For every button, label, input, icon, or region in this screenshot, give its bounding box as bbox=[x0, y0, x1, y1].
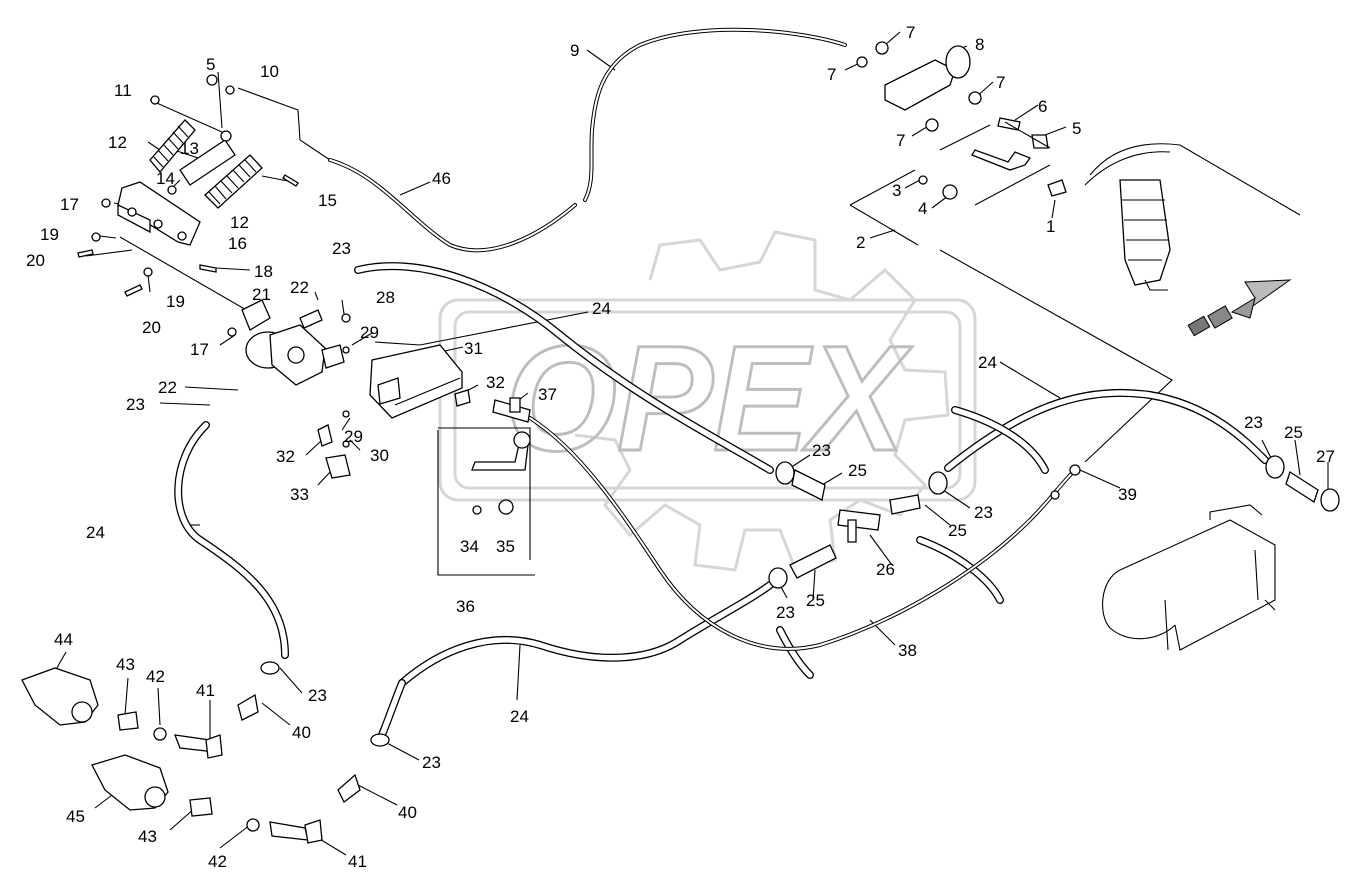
callout-26: 26 bbox=[876, 560, 895, 579]
cylinder bbox=[179, 139, 236, 186]
callout-29-b: 29 bbox=[344, 427, 363, 446]
coupling-heads bbox=[21, 661, 390, 844]
relay-valve bbox=[884, 59, 956, 111]
callout-24-b: 24 bbox=[978, 353, 997, 372]
callout-16: 16 bbox=[228, 234, 247, 253]
callout-22-b: 22 bbox=[158, 378, 177, 397]
callout-12-a: 12 bbox=[108, 133, 127, 152]
callout-21: 21 bbox=[252, 285, 271, 304]
callout-35: 35 bbox=[496, 537, 515, 556]
callout-40-b: 40 bbox=[398, 803, 417, 822]
brake-pedal-assembly bbox=[77, 74, 299, 337]
callout-4: 4 bbox=[918, 199, 927, 218]
callout-31: 31 bbox=[464, 339, 483, 358]
callout-23-e: 23 bbox=[1244, 413, 1263, 432]
callout-18: 18 bbox=[254, 262, 273, 281]
callout-1: 1 bbox=[1046, 217, 1055, 236]
spring-lower bbox=[204, 154, 263, 209]
callout-41-b: 41 bbox=[348, 852, 367, 871]
callout-5-right: 5 bbox=[1072, 119, 1081, 138]
valve-bracket bbox=[369, 344, 463, 419]
callout-15: 15 bbox=[318, 191, 337, 210]
callout-25-c: 25 bbox=[1284, 423, 1303, 442]
callout-25-b: 25 bbox=[948, 521, 967, 540]
callout-28: 28 bbox=[376, 288, 395, 307]
spring-upper bbox=[149, 119, 196, 174]
callout-17-a: 17 bbox=[60, 195, 79, 214]
callout-25-d: 25 bbox=[806, 591, 825, 610]
callout-34: 34 bbox=[460, 537, 479, 556]
callout-9: 9 bbox=[570, 41, 579, 60]
air-hoses bbox=[174, 262, 1269, 739]
callout-30: 30 bbox=[370, 446, 389, 465]
callout-23-d: 23 bbox=[974, 503, 993, 522]
callout-7-d: 7 bbox=[896, 131, 905, 150]
callout-19-b: 19 bbox=[166, 292, 185, 311]
callout-27: 27 bbox=[1316, 447, 1335, 466]
callout-23-g: 23 bbox=[308, 686, 327, 705]
callout-29-a: 29 bbox=[360, 323, 379, 342]
callout-20-b: 20 bbox=[142, 318, 161, 337]
callout-19-a: 19 bbox=[40, 225, 59, 244]
callout-42-a: 42 bbox=[146, 667, 165, 686]
callout-43-a: 43 bbox=[116, 655, 135, 674]
callout-23-f: 23 bbox=[776, 603, 795, 622]
callout-8: 8 bbox=[975, 35, 984, 54]
callout-32-b: 32 bbox=[276, 447, 295, 466]
callout-20-a: 20 bbox=[26, 251, 45, 270]
callout-25-a: 25 bbox=[848, 461, 867, 480]
callout-14: 14 bbox=[156, 169, 175, 188]
callout-41-a: 41 bbox=[196, 681, 215, 700]
center-couplings bbox=[768, 455, 1340, 589]
callout-38: 38 bbox=[898, 641, 917, 660]
callout-labels: 1 2 3 4 5 5 6 7 7 7 7 8 9 10 11 12 12 13… bbox=[26, 23, 1335, 871]
callout-12-b: 12 bbox=[230, 213, 249, 232]
callout-17-b: 17 bbox=[190, 340, 209, 359]
callout-43-b: 43 bbox=[138, 827, 157, 846]
pedal-lever bbox=[241, 299, 271, 331]
callout-13: 13 bbox=[180, 139, 199, 158]
callout-2: 2 bbox=[856, 233, 865, 252]
callout-32-a: 32 bbox=[486, 373, 505, 392]
callout-36: 36 bbox=[456, 597, 475, 616]
tee-26 bbox=[837, 509, 881, 531]
callout-3: 3 bbox=[892, 181, 901, 200]
callout-23-b: 23 bbox=[126, 395, 145, 414]
callout-46: 46 bbox=[432, 169, 451, 188]
brake-valve-assembly bbox=[241, 299, 531, 479]
callout-37: 37 bbox=[538, 385, 557, 404]
callout-6: 6 bbox=[1038, 97, 1047, 116]
callout-24-d: 24 bbox=[510, 707, 529, 726]
callout-7-b: 7 bbox=[827, 65, 836, 84]
callout-24-c: 24 bbox=[86, 523, 105, 542]
callout-39: 39 bbox=[1118, 485, 1137, 504]
callout-11: 11 bbox=[114, 81, 132, 100]
air-spring bbox=[1119, 179, 1171, 286]
callout-33: 33 bbox=[290, 485, 309, 504]
callout-7-c: 7 bbox=[996, 73, 1005, 92]
relay-valve-assembly bbox=[849, 41, 1301, 291]
callout-10: 10 bbox=[260, 62, 279, 81]
callout-23-a: 23 bbox=[332, 239, 351, 258]
direction-arrow bbox=[1187, 279, 1292, 337]
callout-45: 45 bbox=[66, 807, 85, 826]
callout-23-h: 23 bbox=[422, 753, 441, 772]
callout-44: 44 bbox=[54, 630, 73, 649]
callout-7-a: 7 bbox=[906, 23, 915, 42]
callout-24-a: 24 bbox=[592, 299, 611, 318]
callout-22-a: 22 bbox=[290, 278, 309, 297]
callout-23-c: 23 bbox=[812, 441, 831, 460]
callout-5-top: 5 bbox=[206, 55, 215, 74]
cables bbox=[328, 27, 1077, 651]
air-tank bbox=[1102, 504, 1276, 651]
detail-box-36 bbox=[437, 427, 535, 576]
callout-40-a: 40 bbox=[292, 723, 311, 742]
callout-42-b: 42 bbox=[208, 852, 227, 871]
